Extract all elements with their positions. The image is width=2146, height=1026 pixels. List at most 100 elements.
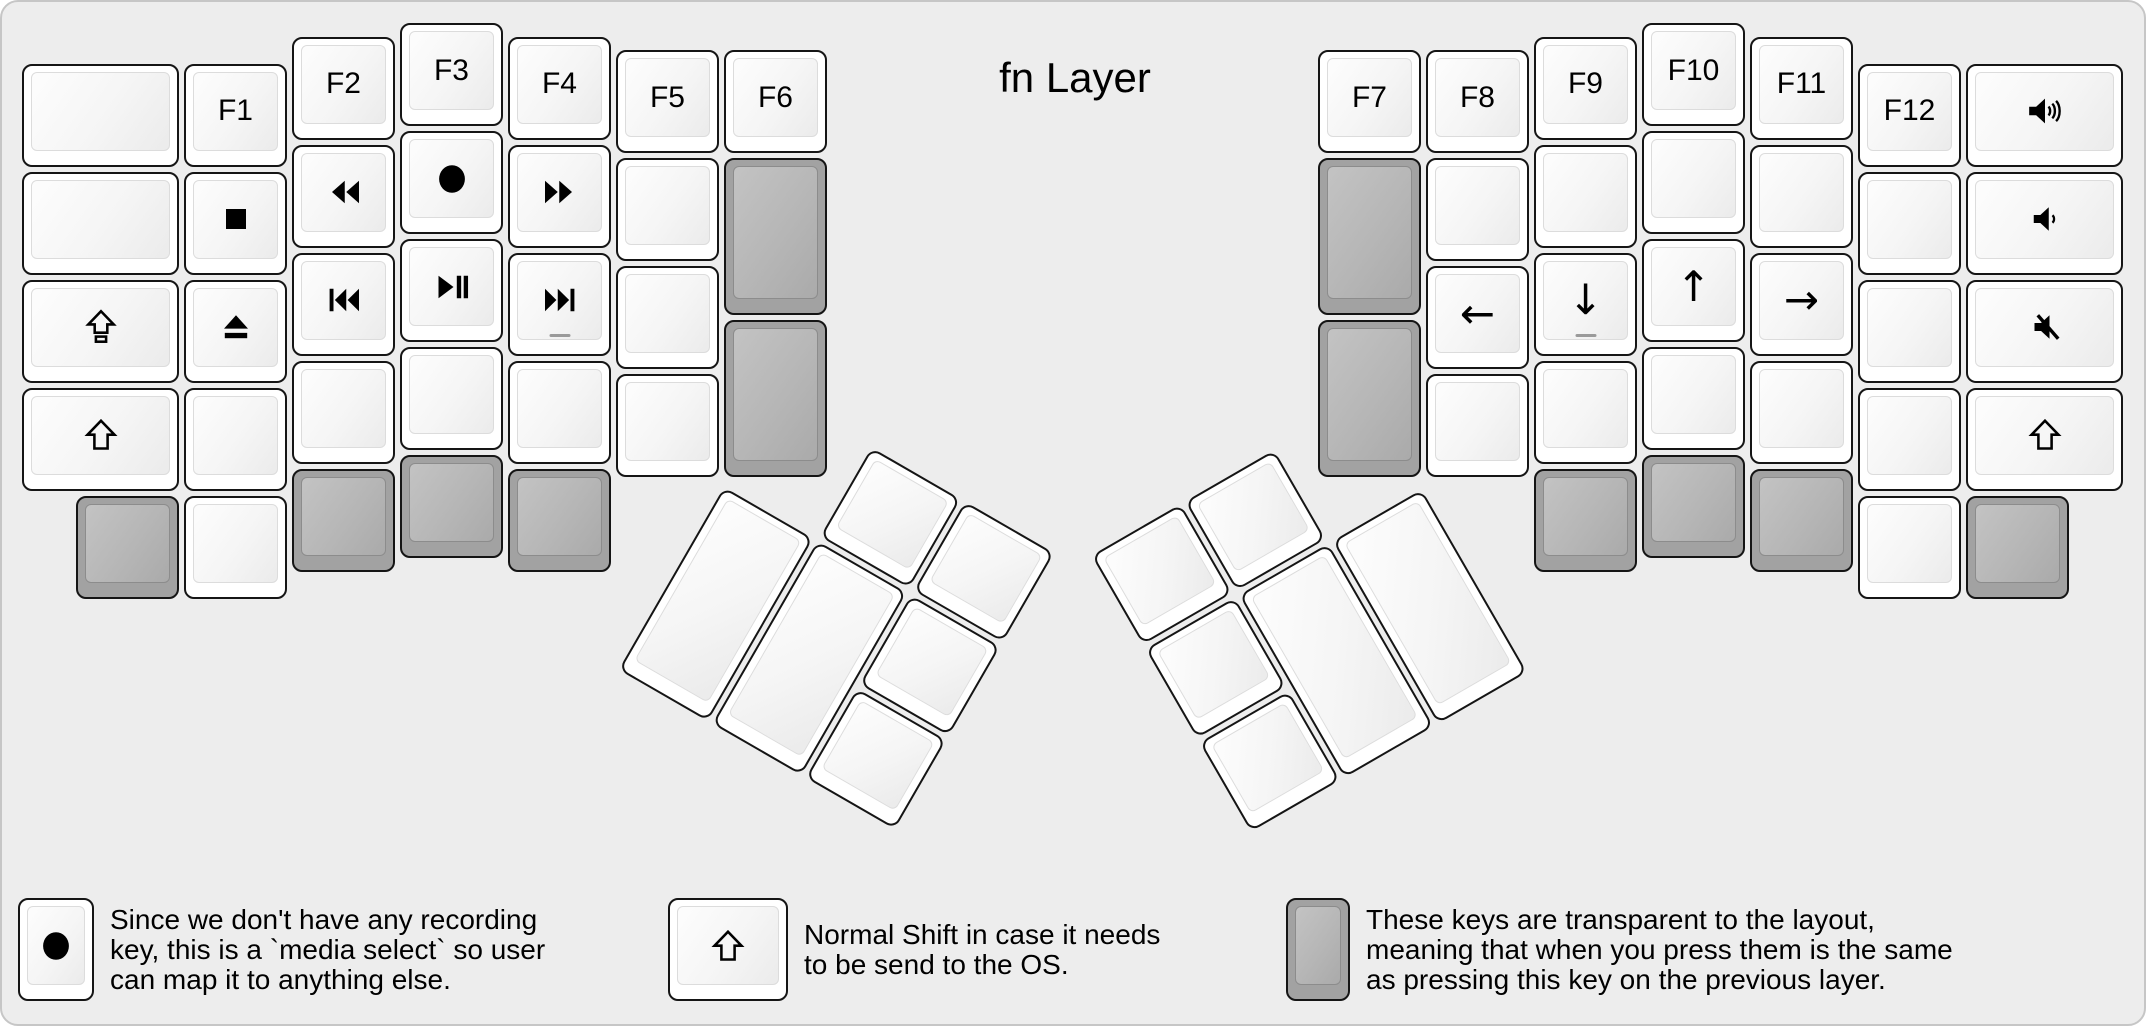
keytop: → (1759, 260, 1844, 340)
key-arrow-right[interactable]: → (1750, 252, 1853, 356)
key-arrow-down[interactable]: ↓ (1534, 252, 1637, 356)
legend-item-transparent-keys: These keys are transparent to the layout… (1286, 898, 1953, 1001)
key-volume-down[interactable] (1966, 171, 2123, 275)
key-blank[interactable] (1642, 347, 1745, 450)
key-fast-forward[interactable] (508, 144, 611, 248)
key-blank[interactable] (1534, 144, 1637, 248)
key-arrow-up[interactable]: ↑ (1642, 239, 1745, 342)
keytop (733, 328, 818, 461)
key-label: F7 (1351, 80, 1387, 114)
key-transparent[interactable] (1642, 455, 1745, 558)
key-blank[interactable] (616, 374, 719, 477)
key-f8[interactable]: F8 (1426, 50, 1529, 153)
key-blank[interactable] (1426, 158, 1529, 261)
key-label: F6 (757, 80, 793, 114)
keytop (517, 260, 602, 340)
key-f7[interactable]: F7 (1318, 50, 1421, 153)
keytop (409, 355, 494, 434)
keytop (625, 274, 710, 353)
key-blank[interactable] (1750, 360, 1853, 464)
key-blank[interactable] (400, 347, 503, 450)
keytop: F5 (625, 58, 710, 137)
homing-bar (549, 333, 570, 337)
legend-text-transparent-keys: These keys are transparent to the layout… (1366, 903, 1953, 995)
key-transparent[interactable] (292, 468, 395, 572)
key-blank[interactable] (1858, 171, 1961, 275)
key-transparent[interactable] (724, 158, 827, 315)
key-f9[interactable]: F9 (1534, 36, 1637, 140)
key-f6[interactable]: F6 (724, 50, 827, 153)
key-blank[interactable] (508, 360, 611, 464)
key-blank[interactable] (1534, 360, 1637, 464)
key-label: F1 (217, 94, 253, 127)
key-blank[interactable] (1858, 279, 1961, 383)
key-blank[interactable] (616, 266, 719, 369)
arrow-right-icon: → (1783, 275, 1820, 324)
play-pause-icon (434, 269, 470, 305)
key-previous-track[interactable] (292, 252, 395, 356)
key-transparent[interactable] (508, 468, 611, 572)
key-blank[interactable] (22, 63, 179, 167)
keytop (301, 368, 386, 448)
key-label: F11 (1776, 67, 1827, 100)
key-blank[interactable] (1642, 131, 1745, 234)
rewind-icon (326, 174, 362, 210)
key-f5[interactable]: F5 (616, 50, 719, 153)
previous-track-icon (326, 282, 362, 318)
key-transparent[interactable] (1750, 468, 1853, 572)
keytop (1651, 139, 1736, 218)
key-eject[interactable] (184, 279, 287, 383)
keytop: F7 (1327, 58, 1412, 137)
key-transparent[interactable] (1966, 495, 2069, 599)
key-transparent[interactable] (724, 320, 827, 477)
key-transparent[interactable] (400, 455, 503, 558)
keytop: F10 (1651, 31, 1736, 110)
key-stop[interactable] (184, 171, 287, 275)
record-media-select-icon (434, 161, 470, 197)
key-transparent[interactable] (1534, 468, 1637, 572)
key-f4[interactable]: F4 (508, 36, 611, 140)
key-blank[interactable] (1858, 495, 1961, 599)
key-rewind[interactable] (292, 144, 395, 248)
legend-record-key-sample (18, 898, 94, 1001)
key-f10[interactable]: F10 (1642, 23, 1745, 126)
legend-shift-key-sample (668, 898, 788, 1001)
key-blank[interactable] (184, 387, 287, 491)
key-next-track[interactable] (508, 252, 611, 356)
keytop (517, 476, 602, 556)
key-caps-lock[interactable] (22, 279, 179, 383)
keytop (1327, 166, 1412, 299)
keytop (193, 395, 278, 475)
key-f3[interactable]: F3 (400, 23, 503, 126)
key-shift[interactable] (22, 387, 179, 491)
key-blank[interactable] (1426, 374, 1529, 477)
key-f2[interactable]: F2 (292, 36, 395, 140)
key-f12[interactable]: F12 (1858, 63, 1961, 167)
keytop (1295, 906, 1341, 985)
key-arrow-left[interactable]: ← (1426, 266, 1529, 369)
key-blank[interactable] (616, 158, 719, 261)
keytop (1975, 287, 2114, 367)
key-transparent[interactable] (1318, 320, 1421, 477)
key-f1[interactable]: F1 (184, 63, 287, 167)
keytop (1975, 71, 2114, 151)
key-f11[interactable]: F11 (1750, 36, 1853, 140)
eject-icon (220, 311, 252, 343)
key-record-media-select[interactable] (400, 131, 503, 234)
key-blank[interactable] (292, 360, 395, 464)
key-volume-up[interactable] (1966, 63, 2123, 167)
key-shift[interactable] (1966, 387, 2123, 491)
keytop (625, 166, 710, 245)
key-transparent[interactable] (76, 495, 179, 599)
key-blank[interactable] (22, 171, 179, 275)
keytop (517, 368, 602, 448)
key-blank[interactable] (1750, 144, 1853, 248)
key-mute[interactable] (1966, 279, 2123, 383)
key-blank[interactable] (1858, 387, 1961, 491)
key-blank[interactable] (184, 495, 287, 599)
stop-icon (220, 203, 252, 235)
key-play-pause[interactable] (400, 239, 503, 342)
keytop (1975, 503, 2060, 583)
keytop (835, 458, 949, 570)
key-transparent[interactable] (1318, 158, 1421, 315)
